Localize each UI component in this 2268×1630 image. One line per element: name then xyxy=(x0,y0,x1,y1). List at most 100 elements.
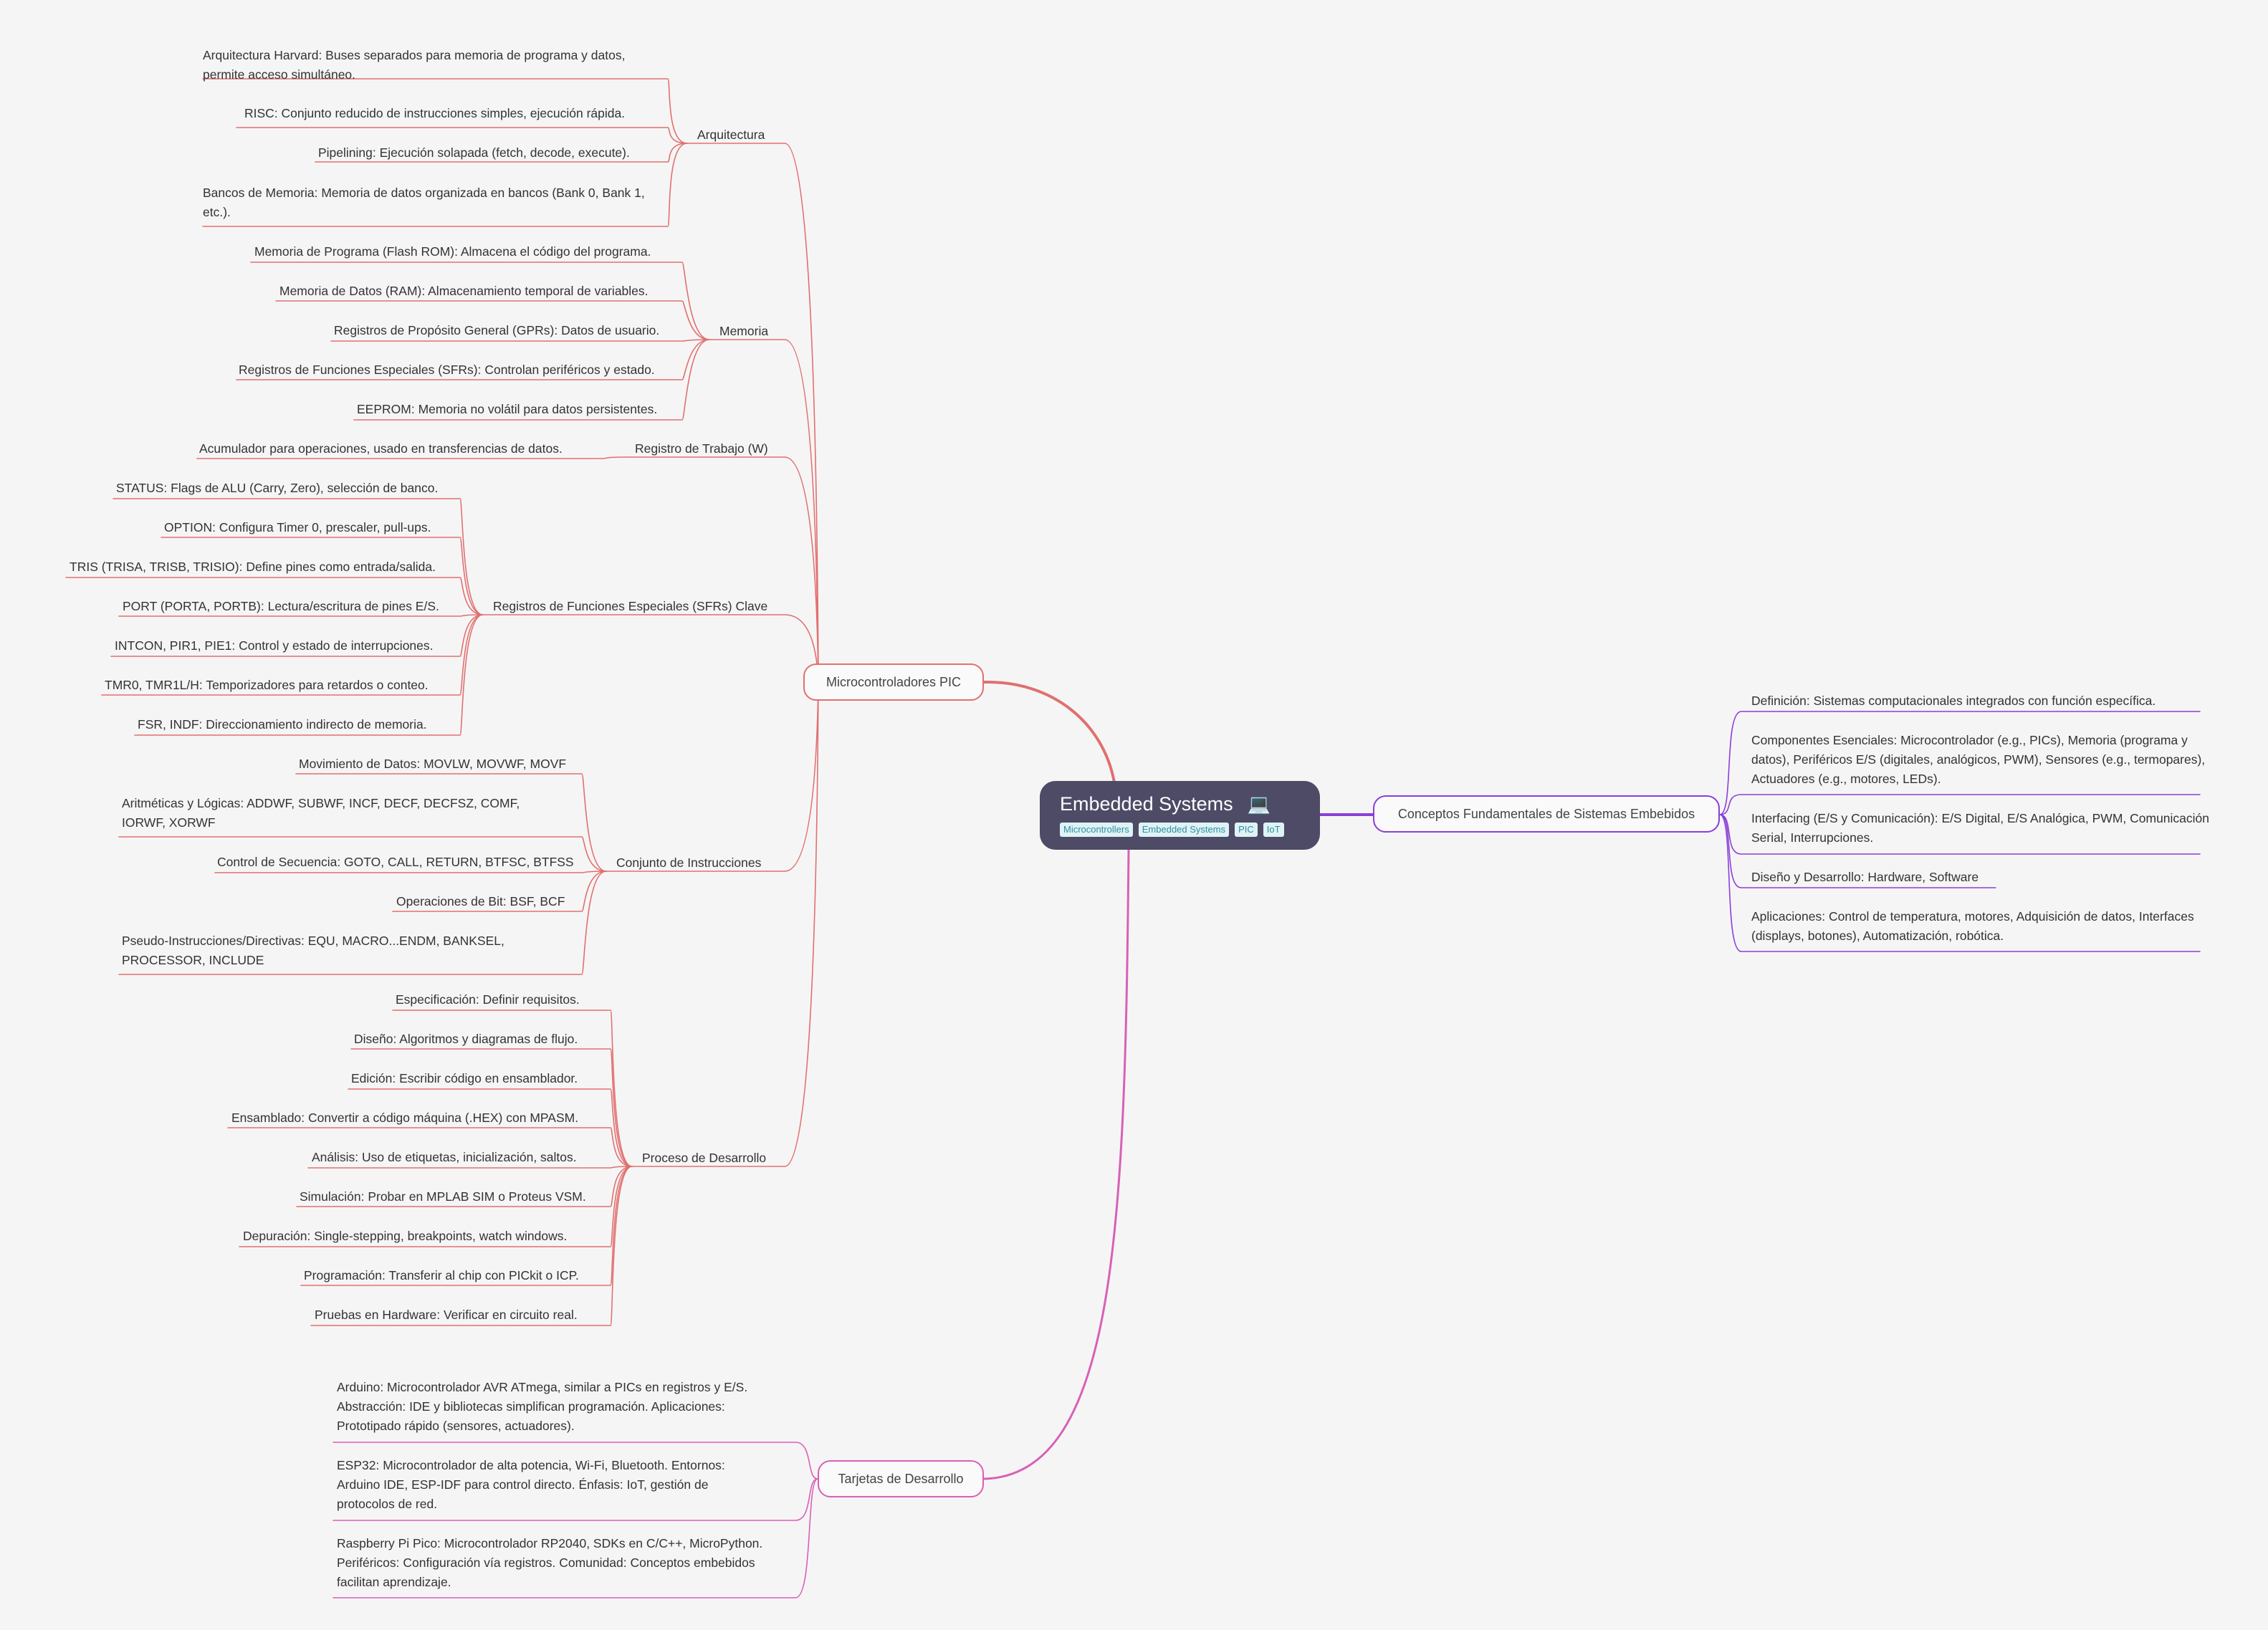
subtopic-arquitectura[interactable]: Arquitectura xyxy=(697,128,765,142)
leaf-memoria-programa: Memoria de Programa (Flash ROM): Almacen… xyxy=(254,244,651,259)
connector-leaf xyxy=(1719,814,2201,952)
connector-leaf xyxy=(1719,814,2201,855)
connector-leaf xyxy=(332,1442,818,1480)
connector-leaf xyxy=(110,614,484,657)
connector-leaf xyxy=(250,262,710,340)
connector-pic-subtopic xyxy=(606,681,819,872)
leaf-definicion: Definición: Sistemas computacionales int… xyxy=(1751,694,2156,708)
connector-pic-subtopic xyxy=(631,681,819,1167)
leaf-intcon: INTCON, PIR1, PIE1: Control y estado de … xyxy=(115,638,434,653)
connector-leaf xyxy=(296,1166,633,1207)
connector-leaf xyxy=(118,836,607,872)
leaf-memoria-datos: Memoria de Datos (RAM): Almacenamiento t… xyxy=(279,284,649,298)
leaf-acumulador: Acumulador para operaciones, usado en tr… xyxy=(199,441,563,456)
leaf-componentes-esenciales: Componentes Esenciales: Microcontrolador… xyxy=(1751,733,2206,786)
topic-label: Microcontroladores PIC xyxy=(826,674,962,689)
connector-leaf xyxy=(134,614,484,736)
leaf-pseudo-instrucciones: Pseudo-Instrucciones/Directivas: EQU, MA… xyxy=(122,934,504,967)
connector-leaf xyxy=(202,78,688,144)
leaf-port: PORT (PORTA, PORTB): Lectura/escritura d… xyxy=(123,599,439,613)
leaf-risc: RISC: Conjunto reducido de instrucciones… xyxy=(244,106,626,120)
connector-leaf xyxy=(330,339,710,342)
connector-leaf xyxy=(196,456,626,459)
leaf-movimiento-datos: Movimiento de Datos: MOVLW, MOVWF, MOVF xyxy=(299,757,567,771)
connector-leaf xyxy=(113,498,484,615)
leaf-bancos-de-memoria: Bancos de Memoria: Memoria de datos orga… xyxy=(203,186,645,219)
connector-leaf xyxy=(161,537,484,615)
tag[interactable]: Microcontrollers xyxy=(1060,823,1133,837)
connector-leaf xyxy=(1719,794,2201,815)
connector-leaf xyxy=(1719,711,2201,815)
leaf-edicion: Edición: Escribir código en ensamblador. xyxy=(351,1071,578,1085)
connector-leaf xyxy=(310,1166,633,1326)
connector-leaf xyxy=(65,577,484,615)
connector-root-tarjetas xyxy=(982,848,1130,1480)
leaf-esp32: ESP32: Microcontrolador de alta potencia… xyxy=(337,1458,725,1511)
leaf-analisis: Análisis: Uso de etiquetas, inicializaci… xyxy=(312,1150,577,1164)
leaf-especificacion: Especificación: Definir requisitos. xyxy=(396,992,580,1007)
root-tags: Microcontrollers Embedded Systems PIC Io… xyxy=(1060,823,1300,837)
leaf-control-secuencia: Control de Secuencia: GOTO, CALL, RETURN… xyxy=(217,855,574,869)
leaf-tmr: TMR0, TMR1L/H: Temporizadores para retar… xyxy=(105,678,429,692)
connector-pic-subtopic xyxy=(686,143,819,683)
connector-leaf xyxy=(118,614,484,617)
subtopic-sfrs-clave[interactable]: Registros de Funciones Especiales (SFRs)… xyxy=(493,599,768,613)
leaf-fsr: FSR, INDF: Direccionamiento indirecto de… xyxy=(138,717,427,732)
leaf-programacion: Programación: Transferir al chip con PIC… xyxy=(304,1268,579,1283)
leaf-ensamblado: Ensamblado: Convertir a código máquina (… xyxy=(231,1111,579,1125)
leaf-arquitectura-harvard: Arquitectura Harvard: Buses separados pa… xyxy=(203,48,626,82)
topic-tarjetas-de-desarrollo[interactable]: Tarjetas de Desarrollo xyxy=(818,1460,984,1497)
subtopic-conjunto-de-instrucciones[interactable]: Conjunto de Instrucciones xyxy=(616,855,762,870)
leaf-diseno-y-desarrollo: Diseño y Desarrollo: Hardware, Software xyxy=(1751,870,1979,884)
connector-leaf xyxy=(1719,814,1996,888)
tag[interactable]: IoT xyxy=(1263,823,1284,837)
topic-microcontroladores-pic[interactable]: Microcontroladores PIC xyxy=(803,663,984,701)
root-topic[interactable]: Embedded Systems 💻 Microcontrollers Embe… xyxy=(1040,781,1320,850)
connector-leaf xyxy=(227,1127,633,1167)
root-title: Embedded Systems xyxy=(1060,793,1233,815)
topic-conceptos-fundamentales[interactable]: Conceptos Fundamentales de Sistemas Embe… xyxy=(1373,795,1720,833)
leaf-interfacing: Interfacing (E/S y Comunicación): E/S Di… xyxy=(1751,811,2210,845)
leaf-tris: TRIS (TRISA, TRISB, TRISIO): Define pine… xyxy=(70,560,436,574)
topic-label: Tarjetas de Desarrollo xyxy=(838,1471,964,1486)
connector-leaf xyxy=(392,1010,633,1167)
leaf-simulacion: Simulación: Probar en MPLAB SIM o Proteu… xyxy=(300,1189,586,1204)
tag[interactable]: PIC xyxy=(1235,823,1258,837)
connector-root-pic xyxy=(982,680,1116,784)
leaf-raspberry-pi-pico: Raspberry Pi Pico: Microcontrolador RP20… xyxy=(337,1536,763,1589)
leaf-eeprom: EEPROM: Memoria no volátil para datos pe… xyxy=(357,402,658,416)
subtopic-memoria[interactable]: Memoria xyxy=(719,324,769,338)
topic-label: Conceptos Fundamentales de Sistemas Embe… xyxy=(1397,806,1695,821)
connector-leaf xyxy=(118,871,607,975)
connector-leaf xyxy=(239,1166,633,1247)
connector-leaf xyxy=(307,1166,633,1169)
connector-leaf xyxy=(348,1088,633,1167)
connector-leaf xyxy=(202,143,688,227)
connector-pic-subtopic xyxy=(482,614,819,683)
connector-leaf xyxy=(295,773,607,872)
connector-pic-subtopic xyxy=(624,456,819,683)
connector-leaf xyxy=(236,339,710,380)
leaf-diseno: Diseño: Algoritmos y diagramas de flujo. xyxy=(354,1032,578,1046)
connector-pic-subtopic xyxy=(709,339,819,683)
leaf-depuracion: Depuración: Single-stepping, breakpoints… xyxy=(243,1229,568,1243)
leaf-status: STATUS: Flags de ALU (Carry, Zero), sele… xyxy=(116,481,439,495)
connector-leaf xyxy=(350,1048,633,1167)
connector-leaf xyxy=(353,339,710,421)
connector-leaf xyxy=(236,127,688,144)
leaf-option: OPTION: Configura Timer 0, prescaler, pu… xyxy=(164,520,431,534)
laptop-icon: 💻 xyxy=(1247,792,1271,815)
leaf-sfrs: Registros de Funciones Especiales (SFRs)… xyxy=(239,363,655,377)
subtopic-registro-de-trabajo[interactable]: Registro de Trabajo (W) xyxy=(635,441,768,456)
subtopic-proceso-de-desarrollo[interactable]: Proceso de Desarrollo xyxy=(642,1151,767,1165)
leaf-arduino: Arduino: Microcontrolador AVR ATmega, si… xyxy=(337,1380,748,1433)
connector-leaf xyxy=(214,871,607,873)
connector-leaf xyxy=(332,1478,818,1521)
connector-leaf xyxy=(392,871,607,912)
leaf-aplicaciones: Aplicaciones: Control de temperatura, mo… xyxy=(1751,909,2194,943)
leaf-pipelining: Pipelining: Ejecución solapada (fetch, d… xyxy=(318,145,630,160)
tag[interactable]: Embedded Systems xyxy=(1138,823,1230,837)
connector-leaf xyxy=(275,300,710,340)
leaf-aritmeticas: Aritméticas y Lógicas: ADDWF, SUBWF, INC… xyxy=(122,796,520,830)
